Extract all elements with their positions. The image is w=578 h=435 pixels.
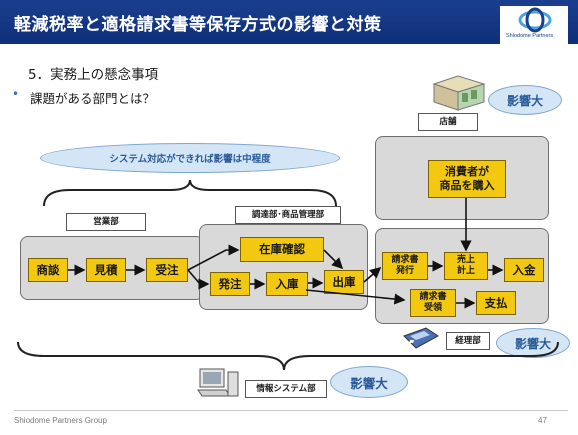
node-stock-check: 在庫確認 <box>240 237 324 262</box>
impact-text: 影響大 <box>506 93 543 108</box>
system-note-text: システム対応ができれば影響は中程度 <box>109 154 271 165</box>
node-invoice-issue: 請求書 発行 <box>382 252 428 280</box>
page-number: 47 <box>538 416 547 425</box>
slide-title: 軽減税率と適格請求書等保存方式の影響と対策 <box>14 15 382 35</box>
system-note-callout: システム対応ができれば影響は中程度 <box>40 143 340 173</box>
node-receiving: 入庫 <box>266 272 308 296</box>
node-order-place: 発注 <box>210 272 250 296</box>
dept-label-it: 情報システム部 <box>245 380 327 398</box>
bullet-text: 課題がある部門とは？ <box>30 91 156 106</box>
calculator-icon <box>403 327 439 349</box>
dept-label-store: 店舗 <box>418 113 478 131</box>
node-invoice-receive: 請求書 受領 <box>410 289 456 317</box>
title-bar: 軽減税率と適格請求書等保存方式の影響と対策 <box>0 0 578 44</box>
impact-text: 影響大 <box>514 336 551 351</box>
dept-label-accounting: 経理部 <box>446 332 490 350</box>
section-title: 5．実務上の懸念事項 <box>28 67 159 83</box>
footer-company: Shiodome Partners Group <box>14 416 107 425</box>
bullet-icon: • <box>12 87 20 101</box>
node-payment: 支払 <box>476 291 516 315</box>
store-icon <box>432 75 486 111</box>
brace-bottom <box>17 341 559 371</box>
impact-callout-store: 影響大 <box>488 85 562 115</box>
impact-callout-it: 影響大 <box>330 366 408 398</box>
dept-label-sales: 営業部 <box>66 213 146 231</box>
node-invoice-issue-label: 請求書 発行 <box>391 254 419 276</box>
node-invoice-receive-label: 請求書 受領 <box>419 291 447 313</box>
computer-icon <box>197 368 239 397</box>
node-sales-record-label: 売上 計上 <box>456 254 475 276</box>
impact-text: 影響大 <box>350 375 388 391</box>
footer-divider <box>14 410 568 411</box>
node-order-receive: 受注 <box>146 258 188 282</box>
dept-label-procurement: 調達部･商品管理部 <box>235 206 341 224</box>
node-consumer: 消費者が 商品を購入 <box>428 160 506 198</box>
brace-top <box>43 179 337 207</box>
node-payment-receive: 入金 <box>504 258 544 282</box>
logo-text: Shiodome Partners <box>506 33 554 39</box>
logo-mark-icon <box>518 7 552 33</box>
node-consumer-label: 消費者が 商品を購入 <box>439 165 495 192</box>
node-negotiation: 商談 <box>28 258 68 282</box>
node-sales-record: 売上 計上 <box>444 252 488 280</box>
node-shipping: 出庫 <box>324 270 364 294</box>
node-estimate: 見積 <box>86 258 126 282</box>
